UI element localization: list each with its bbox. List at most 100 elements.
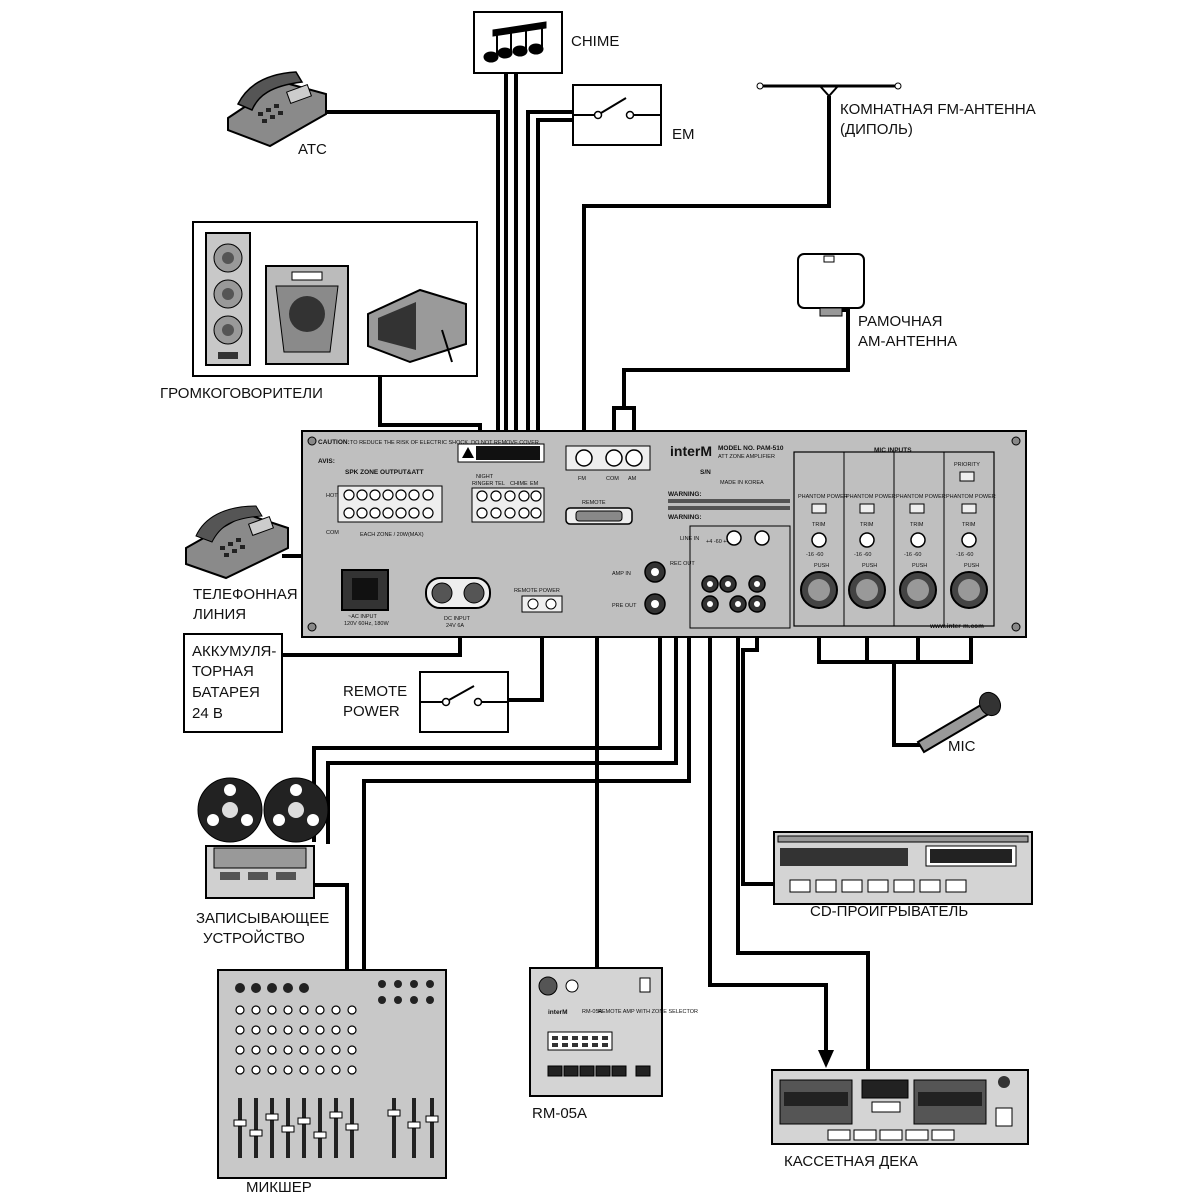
cassette-label: КАССЕТНАЯ ДЕКА	[784, 1153, 918, 1170]
battery-label-4: 24 В	[192, 705, 223, 722]
rm05a-model: RM-05A	[582, 1009, 603, 1015]
wire-fm-antenna	[582, 96, 831, 458]
rm05a-desc: REMOTE AMP WITH ZONE SELECTOR	[598, 1009, 698, 1015]
wire-atc	[318, 110, 500, 512]
mixer-body	[217, 969, 447, 1179]
each-zone-label: EACH ZONE / 20W(MAX)	[360, 532, 424, 538]
arrow-cassette	[818, 1050, 834, 1068]
antenna-terminals[interactable]	[565, 445, 651, 471]
recorder-label-1: ЗАПИСЫВАЮЩЕЕ	[196, 910, 329, 927]
cd-player-label: CD-ПРОИГРЫВАТЕЛЬ	[810, 903, 968, 920]
mixer-label: МИКШЕР	[246, 1179, 312, 1196]
em-term-label: EM	[530, 481, 539, 487]
fm-antenna: КОМНАТНАЯ FM-АНТЕННА (ДИПОЛЬ)	[756, 82, 1036, 138]
column-speaker-icon	[205, 232, 251, 366]
mic-channel-2: PHANTOM POWER TRIM -16 -60 PUSH	[846, 494, 896, 609]
priority-switch[interactable]	[959, 471, 975, 482]
line-trim-knob-1[interactable]	[726, 530, 742, 546]
trim-knob-4[interactable]	[961, 532, 977, 548]
ac-input-label: ~AC INPUT	[348, 614, 378, 620]
trim-knob-2[interactable]	[859, 532, 875, 548]
battery-label-3: БАТАРЕЯ	[192, 684, 260, 701]
svg-text:-16 -60: -16 -60	[956, 552, 973, 558]
panel-website: www.inter-m.com	[929, 623, 984, 630]
ceiling-speaker-icon	[265, 265, 349, 365]
panel-warning: WARNING:	[668, 491, 702, 498]
svg-text:-16 -60: -16 -60	[806, 552, 823, 558]
rca-jacks[interactable]	[701, 575, 766, 613]
am-antenna-label-2: АМ-АНТЕННА	[858, 333, 957, 350]
svg-text:PHANTOM POWER: PHANTOM POWER	[896, 494, 946, 500]
fm-antenna-label-2: (ДИПОЛЬ)	[840, 121, 913, 138]
rec-out-label: REC OUT	[670, 561, 695, 567]
phantom-switch-2[interactable]	[859, 503, 875, 514]
rm05a-brand: interM	[548, 1009, 568, 1016]
caution-text: CAUTION:	[318, 439, 350, 446]
pre-out-label: PRE OUT	[612, 603, 637, 609]
wire-em	[526, 110, 573, 512]
speakers-label: ГРОМКОГОВОРИТЕЛИ	[160, 385, 323, 402]
battery-device: АККУМУЛЯ- ТОРНАЯ БАТАРЕЯ 24 В	[183, 633, 283, 733]
dc-input-rating: 24V 6A	[446, 623, 464, 629]
wire-cassette-2	[726, 584, 870, 1070]
dc-input-terminal[interactable]	[425, 577, 491, 609]
em-switch: EM	[572, 84, 695, 146]
svg-text:PUSH: PUSH	[964, 563, 979, 569]
priority-label: PRIORITY	[954, 462, 980, 468]
com-term-label: COM	[606, 476, 619, 482]
recorder-label-2: УСТРОЙСТВО	[203, 929, 305, 947]
panel-model: MODEL NO. PAM-510	[718, 445, 784, 452]
atc-label: АТС	[298, 141, 327, 158]
panel-made-in: MADE IN KOREA	[720, 480, 764, 486]
phantom-switch-3[interactable]	[909, 503, 925, 514]
cassette-deck-device: КАССЕТНАЯ ДЕКА	[771, 1069, 1029, 1170]
mic-inputs-label: MIC INPUTS	[874, 447, 912, 454]
amplifier-rear-panel: CAUTION: TO REDUCE THE RISK OF ELECTRIC …	[301, 430, 1027, 638]
avis-text: AVIS:	[318, 458, 335, 465]
chime-device: CHIME	[473, 11, 619, 74]
panel-brand: interM	[670, 443, 712, 459]
svg-text:PHANTOM POWER: PHANTOM POWER	[798, 494, 848, 500]
svg-text:PHANTOM POWER: PHANTOM POWER	[846, 494, 896, 500]
wire-em-2	[536, 118, 573, 512]
trim-knob-1[interactable]	[811, 532, 827, 548]
svg-text:TRIM: TRIM	[812, 522, 826, 528]
line-trim-knob-2[interactable]	[754, 530, 770, 546]
night-label: NIGHT	[476, 474, 494, 480]
phantom-switch-4[interactable]	[961, 503, 977, 514]
line-trim-label: +4 -60 +4 -30	[706, 539, 739, 545]
panel-sn: S/N	[700, 469, 711, 476]
atc-phone: АТС	[227, 71, 327, 158]
ac-input-rating: 120V 60Hz, 180W	[344, 621, 389, 627]
fm-antenna-label-1: КОМНАТНАЯ FM-АНТЕННА	[840, 101, 1036, 118]
remote-power-terminal[interactable]	[521, 595, 563, 613]
trim-knob-3[interactable]	[910, 532, 926, 548]
am-antenna-label-1: РАМОЧНАЯ	[858, 313, 943, 330]
svg-text:TRIM: TRIM	[860, 522, 874, 528]
amp-in-label: AMP IN	[612, 571, 631, 577]
music-notes-icon	[483, 21, 547, 63]
dc-input-label: DC INPUT	[444, 616, 471, 622]
remote-power-switch: REMOTE POWER	[343, 671, 509, 733]
ac-input-socket[interactable]	[341, 569, 389, 611]
phone-icon	[227, 80, 327, 148]
remote-power-label-1: REMOTE	[343, 683, 407, 700]
mixer-device: МИКШЕР	[217, 969, 447, 1196]
remote-label: REMOTE	[582, 500, 606, 506]
chime-box	[473, 11, 563, 74]
svg-text:-16 -60: -16 -60	[854, 552, 871, 558]
hot-label: HOT	[326, 493, 338, 499]
chime-label: CHIME	[571, 33, 619, 50]
mic-channel-1: PHANTOM POWER TRIM -16 -60 PUSH	[798, 494, 848, 609]
horn-speaker-icon	[367, 288, 467, 364]
am-term-label: AM	[628, 476, 637, 482]
zone-terminal-block[interactable]	[337, 485, 443, 523]
remote-connector[interactable]	[565, 507, 633, 525]
battery-label-2: ТОРНАЯ	[192, 663, 254, 680]
telephone-icon	[185, 512, 289, 580]
control-terminal-block[interactable]	[471, 487, 545, 523]
svg-text:PUSH: PUSH	[912, 563, 927, 569]
phantom-switch-1[interactable]	[811, 503, 827, 514]
panel-subtitle: ATT ZONE AMPLIFIER	[718, 454, 775, 460]
